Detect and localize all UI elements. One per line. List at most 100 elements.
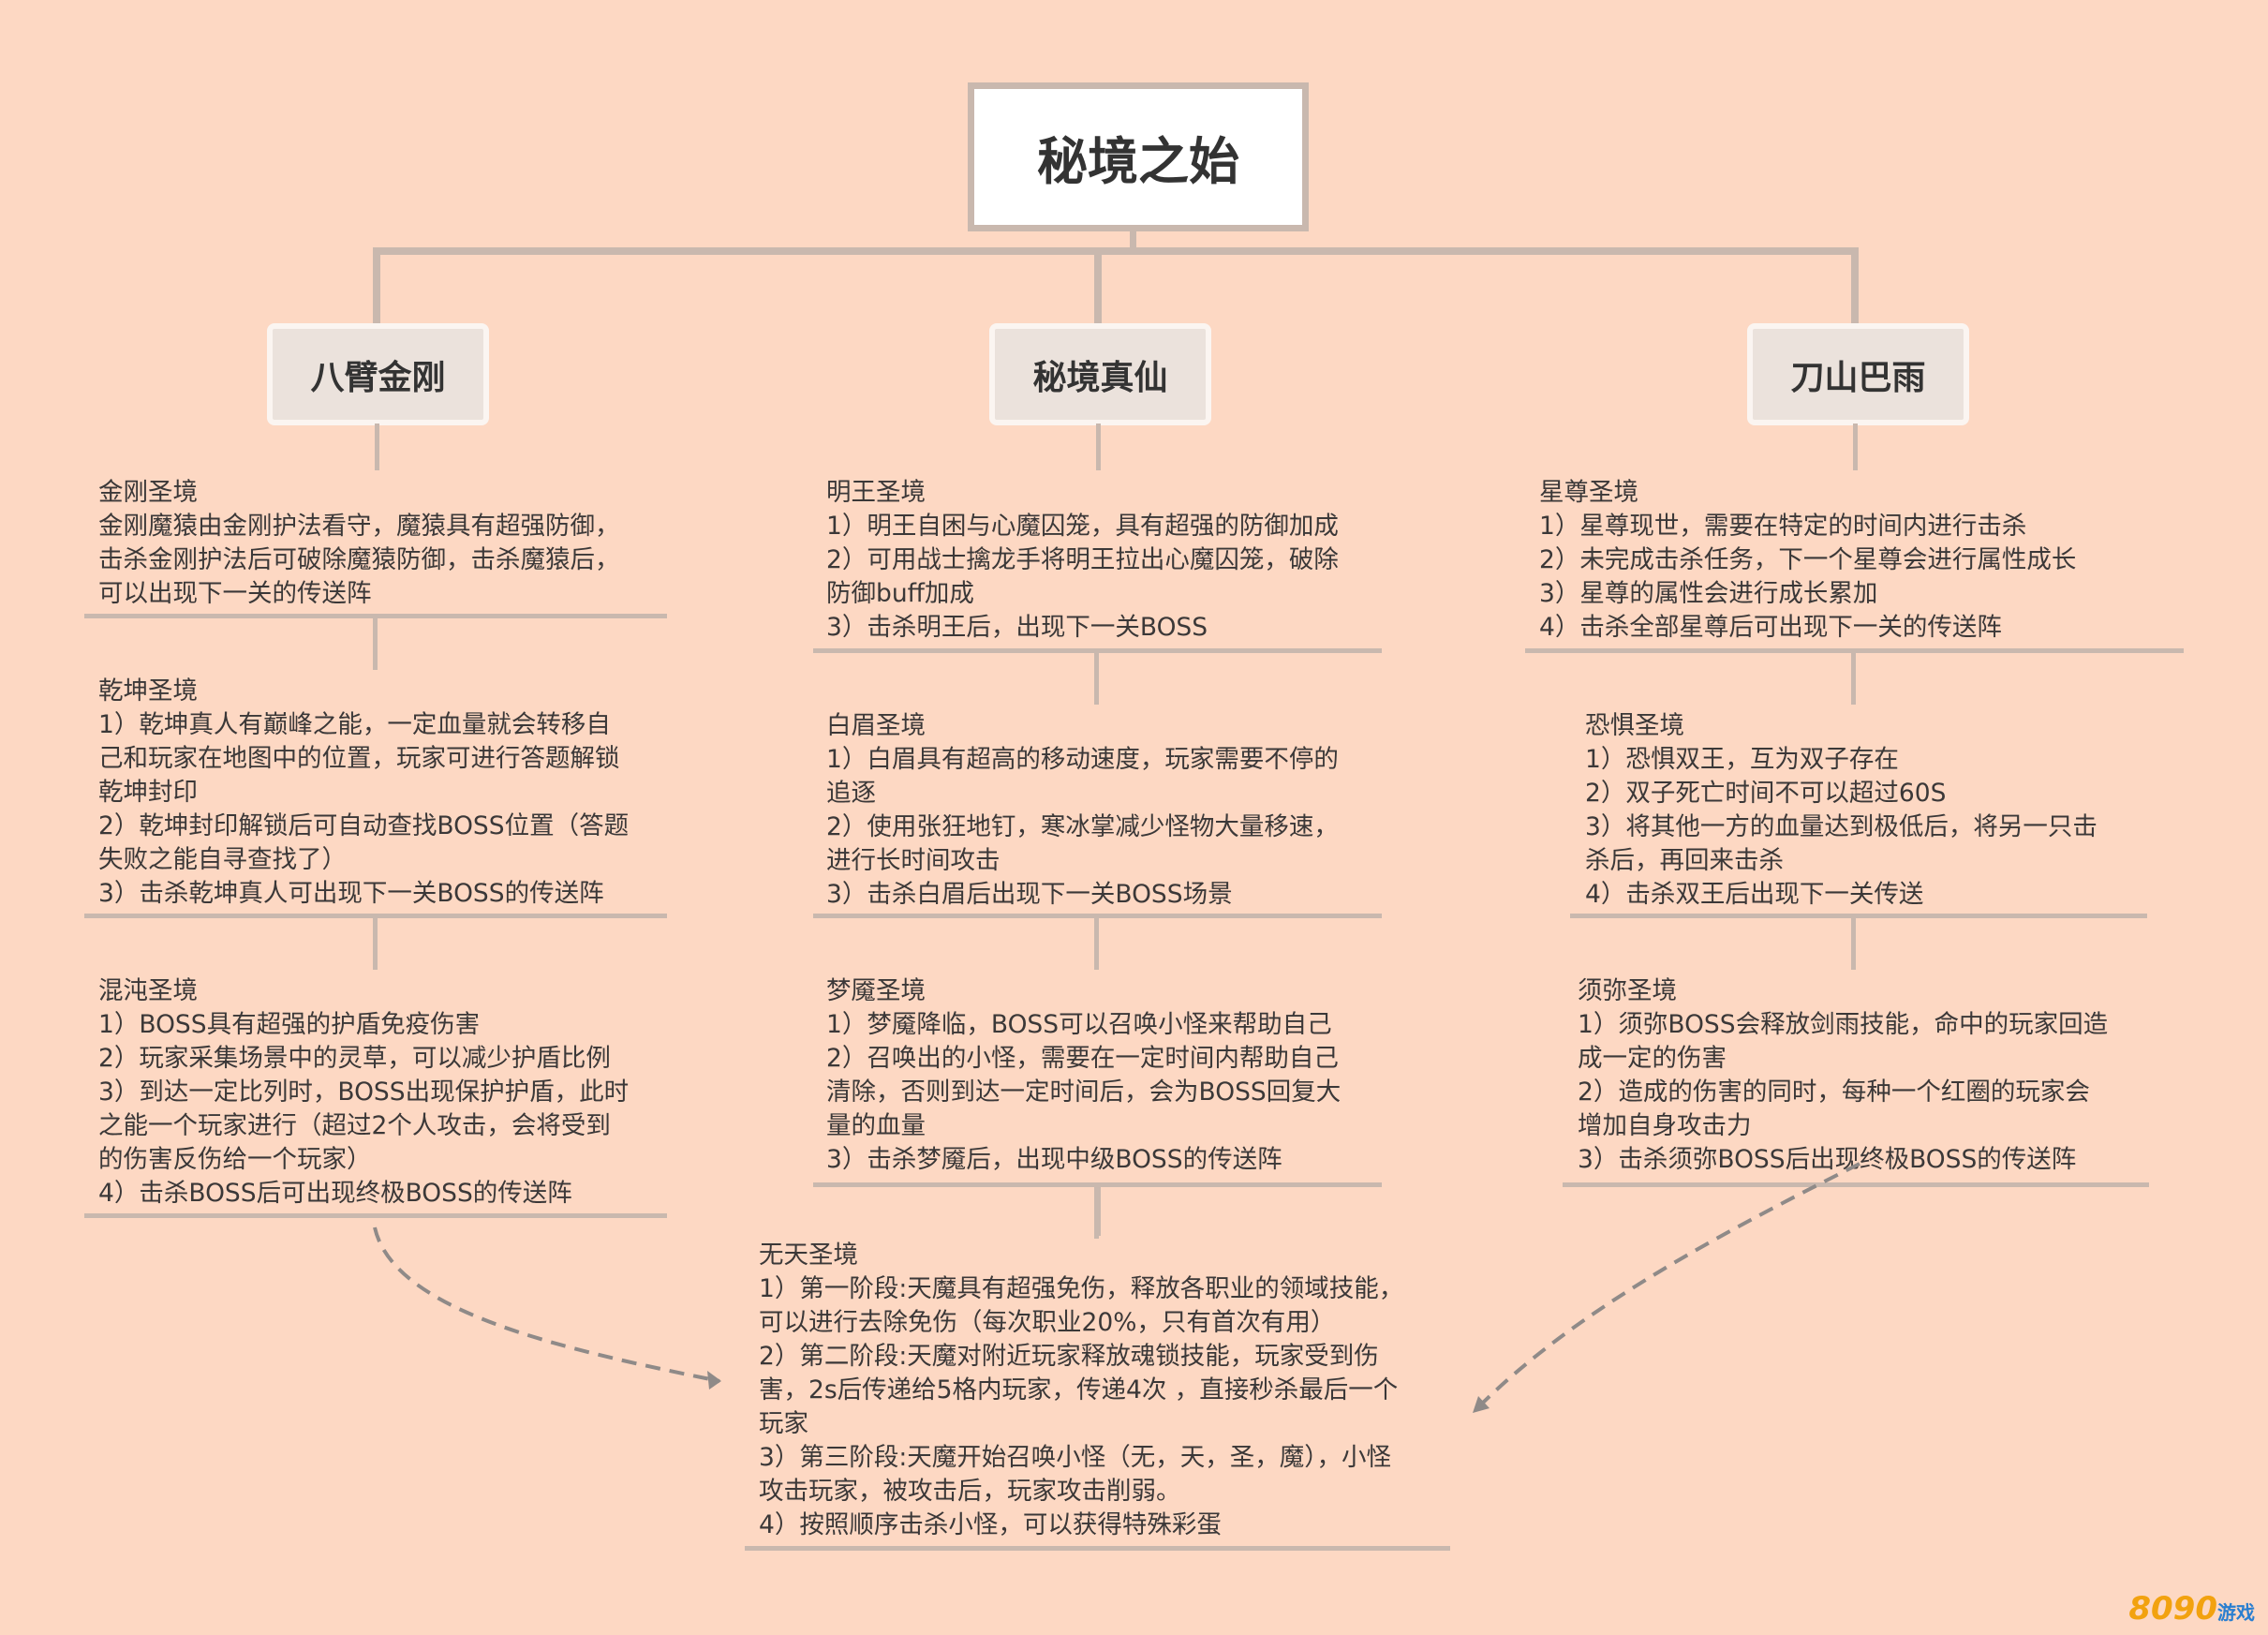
connector: [375, 424, 379, 470]
section-title: 乾坤圣境: [98, 676, 198, 706]
connector: [1094, 653, 1099, 705]
section-line: 1）星尊现世，需要在特定的时间内进行击杀: [1539, 512, 2027, 541]
section-line: 成一定的伤害: [1578, 1044, 1727, 1073]
section-line: 增加自身攻击力: [1578, 1111, 1752, 1140]
section-line: 1）白眉具有超高的移动速度，玩家需要不停的: [826, 745, 1339, 774]
section-line: 1）须弥BOSS会释放剑雨技能，命中的玩家回造: [1578, 1010, 2109, 1039]
dashed-arrow-right: [1476, 1162, 1860, 1409]
section-line: 攻击玩家，被攻击后，玩家攻击削弱。: [759, 1477, 1181, 1506]
section-line: 玩家: [759, 1409, 808, 1438]
section-underline: [1525, 648, 2184, 653]
section-line: 4）按照顺序击杀小怪，可以获得特殊彩蛋: [759, 1510, 1222, 1539]
section-title: 白眉圣境: [826, 711, 926, 740]
section-line: 之能一个玩家进行（超过2个人攻击，会将受到: [98, 1111, 611, 1140]
section-line: 清除，否则到达一定时间后，会为BOSS回复大: [826, 1078, 1342, 1107]
section-line: 3）击杀须弥BOSS后出现终极BOSS的传送阵: [1578, 1145, 2077, 1174]
section-mengmo: 梦魇圣境 1）梦魇降临，BOSS可以召唤小怪来帮助自己 2）召唤出的小怪，需要在一定…: [826, 974, 1341, 1177]
section-line: 乾坤封印: [98, 778, 198, 807]
section-title: 须弥圣境: [1578, 976, 1677, 1005]
section-line: 追逐: [826, 779, 876, 808]
section-title: 明王圣境: [826, 478, 926, 507]
section-underline: [813, 1182, 1382, 1187]
section-title: 恐惧圣境: [1585, 711, 1684, 740]
section-line: 金刚魔猿由金刚护法看守，魔猿具有超强防御，: [98, 512, 620, 541]
branch-daoshanbayu: 刀山巴雨: [1747, 323, 1969, 425]
section-line: 4）击杀全部星尊后可出现下一关的传送阵: [1539, 613, 2002, 642]
section-line: 进行长时间攻击: [826, 846, 1001, 875]
section-title: 金刚圣境: [98, 478, 198, 507]
section-mingwang: 明王圣境 1）明王自困与心魔囚笼，具有超强的防御加成 2）可用战士擒龙手将明王拉出心…: [826, 476, 1339, 645]
section-underline: [813, 648, 1382, 653]
section-line: 1）BOSS具有超强的护盾免疫伤害: [98, 1010, 481, 1039]
section-line: 2）乾坤封印解锁后可自动查找BOSS位置（答题: [98, 811, 630, 840]
section-line: 3）将其他一方的血量达到极低后，将另一只击: [1585, 812, 2098, 841]
section-line: 4）击杀双王后出现下一关传送: [1585, 880, 1924, 909]
section-line: 量的血量: [826, 1111, 926, 1140]
section-line: 1）乾坤真人有巅峰之能，一定血量就会转移自: [98, 710, 611, 739]
section-line: 3）星尊的属性会进行成长累加: [1539, 579, 1878, 608]
section-line: 2）召唤出的小怪，需要在一定时间内帮助自己: [826, 1044, 1339, 1073]
branch-mijingzhenxian: 秘境真仙: [989, 323, 1211, 425]
connector: [1094, 247, 1102, 326]
arrow-head-left: [707, 1371, 721, 1390]
connector: [1851, 653, 1856, 705]
section-underline: [1563, 1182, 2149, 1187]
connector: [1853, 424, 1858, 470]
section-line: 3）第三阶段:天魔开始召唤小怪（无，天，圣，魔），小怪: [759, 1443, 1392, 1472]
section-line: 2）可用战士擒龙手将明王拉出心魔囚笼，破除: [826, 545, 1339, 574]
section-line: 己和玩家在地图中的位置，玩家可进行答题解锁: [98, 744, 620, 773]
section-line: 3）击杀梦魇后，出现中级BOSS的传送阵: [826, 1145, 1282, 1174]
section-underline: [745, 1546, 1450, 1551]
section-line: 击杀金刚护法后可破除魔猿防御，击杀魔猿后，: [98, 545, 620, 574]
section-line: 可以出现下一关的传送阵: [98, 579, 372, 608]
branch-bajingang: 八臂金刚: [267, 323, 489, 425]
section-xumi: 须弥圣境 1）须弥BOSS会释放剑雨技能，命中的玩家回造成一定的伤害 2）造成的伤害…: [1578, 974, 2108, 1177]
connector: [373, 247, 380, 326]
section-underline: [84, 1213, 667, 1218]
dashed-arrow-left: [373, 1226, 720, 1383]
section-line: 1）恐惧双王，互为双子存在: [1585, 745, 1899, 774]
root-title: 秘境之始: [968, 82, 1309, 231]
connector: [373, 918, 378, 970]
section-line: 2）造成的伤害的同时，每种一个红圈的玩家会: [1578, 1078, 2090, 1107]
section-title: 星尊圣境: [1539, 478, 1638, 507]
section-underline: [813, 914, 1382, 918]
section-line: 2）使用张狂地钉，寒冰掌减少怪物大量移速，: [826, 812, 1339, 841]
connector: [373, 618, 378, 670]
connector: [1851, 247, 1859, 326]
section-line: 害，2s后传递给5格内玩家，传递4次 ，直接秒杀最后一个: [759, 1375, 1399, 1405]
section-line: 防御buff加成: [826, 579, 974, 608]
section-line: 1）第一阶段:天魔具有超强免伤，释放各职业的领域技能，: [759, 1274, 1404, 1303]
section-line: 3）击杀明王后，出现下一关BOSS: [826, 613, 1208, 642]
connector: [1096, 1187, 1101, 1236]
section-underline: [1570, 914, 2147, 918]
arrow-head-right: [1473, 1396, 1490, 1413]
section-baimei: 白眉圣境 1）白眉具有超高的移动速度，玩家需要不停的追逐 2）使用张狂地钉，寒冰掌减…: [826, 709, 1339, 912]
connector: [1096, 424, 1101, 470]
section-kongju: 恐惧圣境 1）恐惧双王，互为双子存在 2）双子死亡时间不可以超过60S 3）将其他一方…: [1585, 709, 2098, 912]
section-qiankun: 乾坤圣境 1）乾坤真人有巅峰之能，一定血量就会转移自己和玩家在地图中的位置，玩家可…: [98, 675, 629, 911]
section-line: 3）击杀乾坤真人可出现下一关BOSS的传送阵: [98, 879, 604, 908]
section-line: 1）明王自困与心魔囚笼，具有超强的防御加成: [826, 512, 1339, 541]
section-line: 2）未完成击杀任务，下一个星尊会进行属性成长: [1539, 545, 2077, 574]
section-line: 2）第二阶段:天魔对附近玩家释放魂锁技能，玩家受到伤: [759, 1342, 1379, 1371]
section-xingzun: 星尊圣境 1）星尊现世，需要在特定的时间内进行击杀 2）未完成击杀任务，下一个星尊会…: [1539, 476, 2076, 645]
section-line: 2）玩家采集场景中的灵草，可以减少护盾比例: [98, 1044, 611, 1073]
section-line: 可以进行去除免伤（每次职业20%，只有首次有用）: [759, 1308, 1336, 1337]
connector: [1130, 225, 1136, 251]
section-line: 杀后，再回来击杀: [1585, 846, 1784, 875]
section-line: 的伤害反伤给一个玩家）: [98, 1145, 372, 1174]
section-line: 1）梦魇降临，BOSS可以召唤小怪来帮助自己: [826, 1010, 1332, 1039]
section-title: 梦魇圣境: [826, 976, 926, 1005]
connector: [373, 247, 1859, 255]
section-underline: [84, 614, 667, 618]
section-line: 3）到达一定比列时，BOSS出现保护护盾，此时: [98, 1078, 630, 1107]
section-line: 3）击杀白眉后出现下一关BOSS场景: [826, 880, 1233, 909]
section-line: 失败之能自寻查找了）: [98, 845, 347, 874]
section-line: 2）双子死亡时间不可以超过60S: [1585, 779, 1947, 808]
watermark-logo: 8090游戏: [2128, 1590, 2255, 1628]
connector: [1094, 918, 1099, 970]
